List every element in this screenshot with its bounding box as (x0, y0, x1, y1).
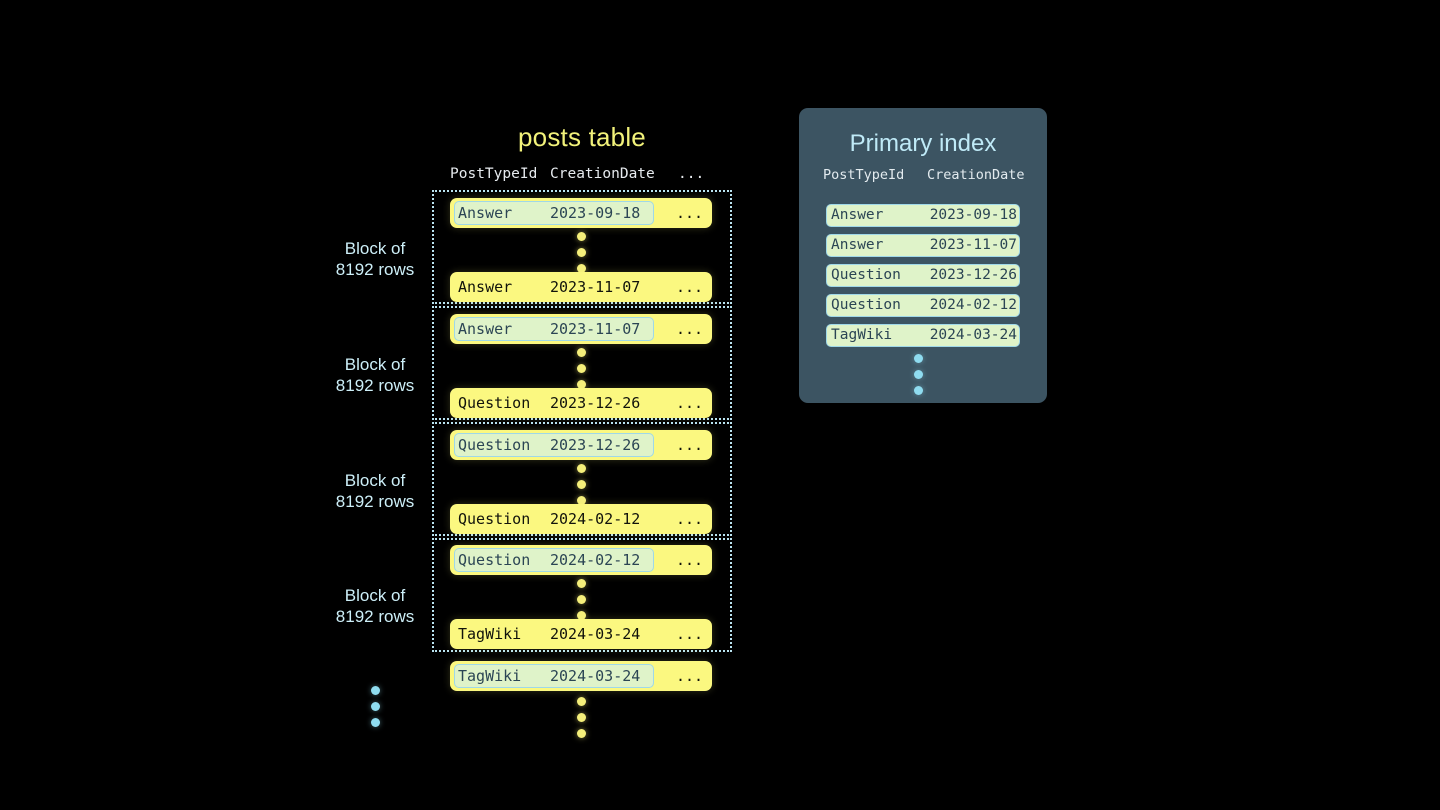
block-3-label-line-2: 8192 rows (335, 492, 415, 511)
cell-ellipsis: ... (676, 204, 704, 222)
cell-posttypeid: TagWiki (458, 667, 522, 685)
block-2 (432, 306, 732, 420)
posts-row-9[interactable]: TagWiki 2024-03-24 ... (450, 661, 712, 691)
primary-index-trailing-ellipsis-icon (912, 354, 924, 395)
block-1-label-line-2: 8192 rows (335, 260, 415, 279)
posts-row-6-cells: Question 2024-02-12 ... (450, 504, 712, 534)
primary-index-panel: Primary index PostTypeId CreationDate An… (799, 108, 1047, 403)
index-column-header-posttypeid: PostTypeId (823, 167, 905, 183)
posts-row-5[interactable]: Question 2023-12-26 ... (450, 430, 712, 460)
posts-table-column-headers: PostTypeId CreationDate ... (450, 166, 712, 186)
cell-ellipsis: ... (676, 394, 704, 412)
cell-ellipsis: ... (676, 551, 704, 569)
posts-table-trailing-ellipsis-icon (575, 697, 587, 738)
row-highlight-chip (454, 664, 654, 688)
cell-creationdate: 2024-03-24 (550, 625, 641, 643)
cell-ellipsis: ... (676, 436, 704, 454)
row-highlight-chip (454, 548, 654, 572)
index-row-1[interactable]: Answer 2023-09-18 (826, 204, 1020, 227)
primary-index-title: Primary index (849, 130, 997, 157)
cell-creationdate: 2023-09-18 (550, 204, 641, 222)
block-2-label: Block of 8192 rows (300, 354, 450, 396)
cell-ellipsis: ... (676, 510, 704, 528)
cell-creationdate: 2023-12-26 (550, 394, 641, 412)
cell-ellipsis: ... (676, 320, 704, 338)
posts-row-1-cells: Answer 2023-09-18 ... (450, 198, 712, 228)
index-cell-posttypeid: Answer (831, 207, 884, 223)
cell-creationdate: 2024-02-12 (550, 551, 641, 569)
index-column-header-creationdate: CreationDate (927, 167, 1025, 183)
cell-posttypeid: Question (458, 394, 531, 412)
row-highlight-chip (454, 433, 654, 457)
cell-posttypeid: Answer (458, 320, 513, 338)
cell-ellipsis: ... (676, 278, 704, 296)
index-cell-creationdate: 2023-12-26 (929, 267, 1017, 283)
cell-creationdate: 2023-12-26 (550, 436, 641, 454)
index-row-2[interactable]: Answer 2023-11-07 (826, 234, 1020, 257)
posts-row-2-cells: Answer 2023-11-07 ... (450, 272, 712, 302)
block-3-label-line-1: Block of (344, 471, 406, 490)
index-cell-posttypeid: Question (831, 297, 901, 313)
index-cell-posttypeid: Answer (831, 237, 884, 253)
posts-block-1-ellipsis-icon (575, 232, 587, 273)
posts-row-7-cells: Question 2024-02-12 ... (450, 545, 712, 575)
row-highlight-chip (454, 201, 654, 225)
posts-row-9-cells: TagWiki 2024-03-24 ... (450, 661, 712, 691)
posts-row-5-cells: Question 2023-12-26 ... (450, 430, 712, 460)
cell-creationdate: 2023-11-07 (550, 278, 641, 296)
posts-row-3[interactable]: Answer 2023-11-07 ... (450, 314, 712, 344)
cell-ellipsis: ... (676, 625, 704, 643)
primary-index-column-headers: PostTypeId CreationDate (823, 167, 1025, 187)
posts-block-2-ellipsis-icon (575, 348, 587, 389)
posts-table-left-trailing-ellipsis-icon (369, 686, 381, 727)
posts-row-8-cells: TagWiki 2024-03-24 ... (450, 619, 712, 649)
posts-block-3-ellipsis-icon (575, 464, 587, 505)
cell-creationdate: 2023-11-07 (550, 320, 641, 338)
index-row-4[interactable]: Question 2024-02-12 (826, 294, 1020, 317)
index-cell-creationdate: 2023-09-18 (929, 207, 1017, 223)
index-cell-creationdate: 2024-02-12 (929, 297, 1017, 313)
index-row-5[interactable]: TagWiki 2024-03-24 (826, 324, 1020, 347)
block-3-label: Block of 8192 rows (300, 470, 450, 512)
posts-row-4[interactable]: Question 2023-12-26 ... (450, 388, 712, 418)
block-4-label-line-1: Block of (344, 586, 406, 605)
posts-row-7[interactable]: Question 2024-02-12 ... (450, 545, 712, 575)
cell-ellipsis: ... (676, 667, 704, 685)
index-cell-creationdate: 2024-03-24 (929, 327, 1017, 343)
index-cell-posttypeid: TagWiki (831, 327, 893, 343)
block-2-label-line-1: Block of (344, 355, 406, 374)
cell-posttypeid: TagWiki (458, 625, 522, 643)
posts-row-2[interactable]: Answer 2023-11-07 ... (450, 272, 712, 302)
posts-row-1[interactable]: Answer 2023-09-18 ... (450, 198, 712, 228)
cell-posttypeid: Answer (458, 278, 513, 296)
block-1-label-line-1: Block of (344, 239, 406, 258)
column-header-posttypeid: PostTypeId (450, 166, 538, 182)
cell-posttypeid: Answer (458, 204, 513, 222)
block-4 (432, 538, 732, 652)
posts-block-4-ellipsis-icon (575, 579, 587, 620)
block-1-label: Block of 8192 rows (300, 238, 450, 280)
column-header-creationdate: CreationDate (550, 166, 655, 182)
block-4-label-line-2: 8192 rows (335, 607, 415, 626)
posts-row-8[interactable]: TagWiki 2024-03-24 ... (450, 619, 712, 649)
block-4-label: Block of 8192 rows (300, 585, 450, 627)
index-cell-creationdate: 2023-11-07 (929, 237, 1017, 253)
cell-posttypeid: Question (458, 436, 531, 454)
row-highlight-chip (454, 317, 654, 341)
block-2-label-line-2: 8192 rows (335, 376, 415, 395)
index-cell-posttypeid: Question (831, 267, 901, 283)
posts-row-3-cells: Answer 2023-11-07 ... (450, 314, 712, 344)
posts-row-6[interactable]: Question 2024-02-12 ... (450, 504, 712, 534)
block-3 (432, 422, 732, 536)
posts-table-title: posts table (518, 122, 646, 152)
cell-posttypeid: Question (458, 551, 531, 569)
cell-creationdate: 2024-02-12 (550, 510, 641, 528)
block-1 (432, 190, 732, 304)
cell-posttypeid: Question (458, 510, 531, 528)
posts-row-4-cells: Question 2023-12-26 ... (450, 388, 712, 418)
index-row-3[interactable]: Question 2023-12-26 (826, 264, 1020, 287)
cell-creationdate: 2024-03-24 (550, 667, 641, 685)
column-header-ellipsis: ... (678, 166, 705, 182)
